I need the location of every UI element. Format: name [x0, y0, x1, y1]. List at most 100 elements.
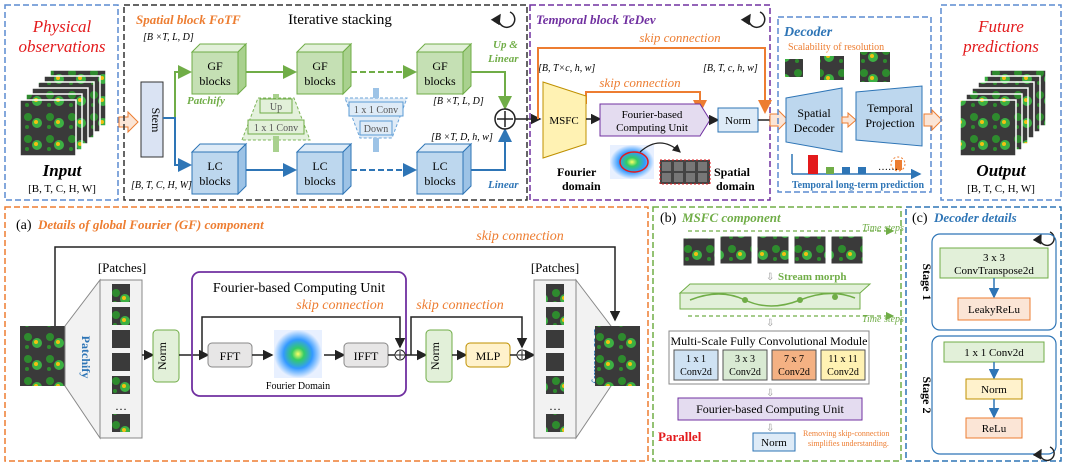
- up-linear-1: Up &: [493, 39, 518, 51]
- patch-tiles-left: [112, 284, 130, 432]
- svg-text:blocks: blocks: [424, 74, 456, 88]
- fcu-block: [599, 103, 711, 137]
- scalability-label: Scalability of resolution: [788, 42, 884, 53]
- fcu-container-a: [191, 271, 407, 397]
- dim-btchw-left: [B, T, C, H, W]: [131, 180, 192, 191]
- up-box: [259, 98, 293, 114]
- sum-node-a1: [394, 349, 406, 361]
- scale-frame-small: [785, 59, 803, 77]
- fourier-domain-image-a: [274, 330, 322, 378]
- stream-morph-label: Stream morph: [778, 271, 847, 283]
- spatial-domain-grid: [659, 159, 711, 185]
- parallel-label: Parallel: [658, 429, 702, 444]
- conv-t-2: ConvTranspose2d: [954, 265, 1034, 277]
- temporal-proj-2: Projection: [865, 116, 914, 130]
- panel-c-tag: (c): [912, 211, 928, 226]
- svg-text:LC: LC: [432, 159, 447, 173]
- dim-btchw-in: [B, T×c, h, w]: [538, 63, 595, 74]
- conv1x1-label-c: 1 x 1 Conv2d: [964, 347, 1024, 359]
- fourier-domain-label-a: Fourier Domain: [266, 381, 330, 392]
- dim-btchw-out: [B, T, c, h, w]: [703, 63, 758, 74]
- spatial-domain-1: Spatial: [714, 165, 751, 179]
- gf-block-2: GF blocks: [295, 42, 353, 96]
- panel-b-title: MSFC component: [681, 210, 781, 225]
- conv-kernel-label-3-0: 11 x 11: [828, 354, 857, 365]
- svg-text:blocks: blocks: [304, 74, 336, 88]
- stem-to-lc-arrow: [163, 117, 192, 172]
- temporal-skip-inner: skip connection: [599, 75, 680, 90]
- conv-kernel-label-3-1: Conv2d: [827, 367, 859, 378]
- note-2: simplifies understanding.: [808, 439, 889, 448]
- svg-text:⇩: ⇩: [766, 423, 774, 434]
- norm-block-b: [752, 432, 796, 452]
- svg-text:⇩: ⇩: [766, 318, 774, 329]
- stem-block: [140, 81, 164, 158]
- panel-a-box: [4, 206, 649, 462]
- lc-block-1: LC blocks: [190, 142, 248, 196]
- conv-t-1: 3 x 3: [983, 252, 1006, 264]
- panel-b-tag: (b): [660, 211, 677, 226]
- fcu-skip-line-a: [201, 316, 406, 355]
- panel-c-title: Decoder details: [933, 210, 1017, 225]
- dim-btld-left: [B ×T, L, D]: [143, 32, 194, 43]
- sum-node-a2: [516, 349, 528, 361]
- down-box: [359, 120, 393, 136]
- output-label: Output: [976, 161, 1026, 180]
- svg-text:GF: GF: [432, 59, 448, 73]
- panel-b-box: [652, 206, 902, 462]
- svg-text:⇩: ⇩: [766, 388, 774, 399]
- leaky-relu-block: [957, 297, 1031, 321]
- physical-observations-box: [4, 4, 119, 201]
- future-1: Future: [977, 17, 1024, 36]
- conv-kernel-box-2: [771, 349, 817, 381]
- msfc-label: MSFC: [549, 115, 578, 127]
- panel-c-box: [905, 206, 1062, 462]
- norm-block-a1: [152, 329, 180, 383]
- input-label: Input: [42, 161, 83, 180]
- patches-label-left: [Patches]: [98, 260, 146, 275]
- relu-block: [965, 417, 1023, 439]
- lc-block-3: LC blocks: [415, 142, 473, 196]
- time-steps-1: Time steps: [862, 223, 904, 234]
- svg-text:blocks: blocks: [199, 74, 231, 88]
- phys-title-1: Physical: [32, 17, 92, 36]
- svg-text:GF: GF: [207, 59, 223, 73]
- decoder-box: [777, 16, 932, 193]
- fourier-spectrum-image: [610, 145, 654, 179]
- conv-kernel-label-0-0: 1 x 1: [686, 354, 706, 365]
- down-conv-box: [348, 101, 404, 117]
- norm-label-b: Norm: [761, 437, 787, 449]
- stream-plate: [679, 292, 861, 310]
- spatial-decoder-2: Decoder: [794, 121, 835, 135]
- fcu-skip-a: skip connection: [296, 298, 383, 313]
- spatial-block-box: [123, 4, 528, 201]
- longterm-bars: [791, 154, 922, 180]
- norm-label-c: Norm: [981, 384, 1007, 396]
- up-conv-box: [247, 119, 305, 135]
- patchify-label-a: Patchify: [79, 336, 93, 379]
- stage2-box: [931, 335, 1057, 455]
- mlp-label: MLP: [476, 349, 501, 363]
- fourier-highlight: [619, 151, 649, 173]
- temporal-to-decoder-arrow: [769, 108, 789, 132]
- stem-to-gf-arrow: [163, 65, 192, 119]
- temporal-skip-outer-line: [537, 47, 772, 119]
- svg-text:blocks: blocks: [304, 174, 336, 188]
- panel-a-title: Details of global Fourier (GF) component: [37, 217, 264, 232]
- panel-a-skip-outer-line: [54, 246, 621, 326]
- stage1-box: [931, 233, 1057, 331]
- norm-block-top: [717, 107, 759, 133]
- svg-text:blocks: blocks: [424, 174, 456, 188]
- relu-label: ReLu: [982, 423, 1007, 435]
- panel-a-skip-mid-line: [410, 316, 528, 355]
- input-to-spatial-arrow: [118, 110, 139, 134]
- iterative-stacking: Iterative stacking: [288, 12, 392, 28]
- panel-a-skip-outer: skip connection: [476, 229, 563, 244]
- fourier-domain-1: Fourier: [557, 165, 597, 179]
- stream-curve: [689, 292, 856, 307]
- temporal-proj-1: Temporal: [867, 101, 913, 115]
- conv-kernel-box-3: [820, 349, 866, 381]
- spatial-decoder-block: [785, 87, 843, 153]
- norm-label-a1: Norm: [155, 341, 169, 370]
